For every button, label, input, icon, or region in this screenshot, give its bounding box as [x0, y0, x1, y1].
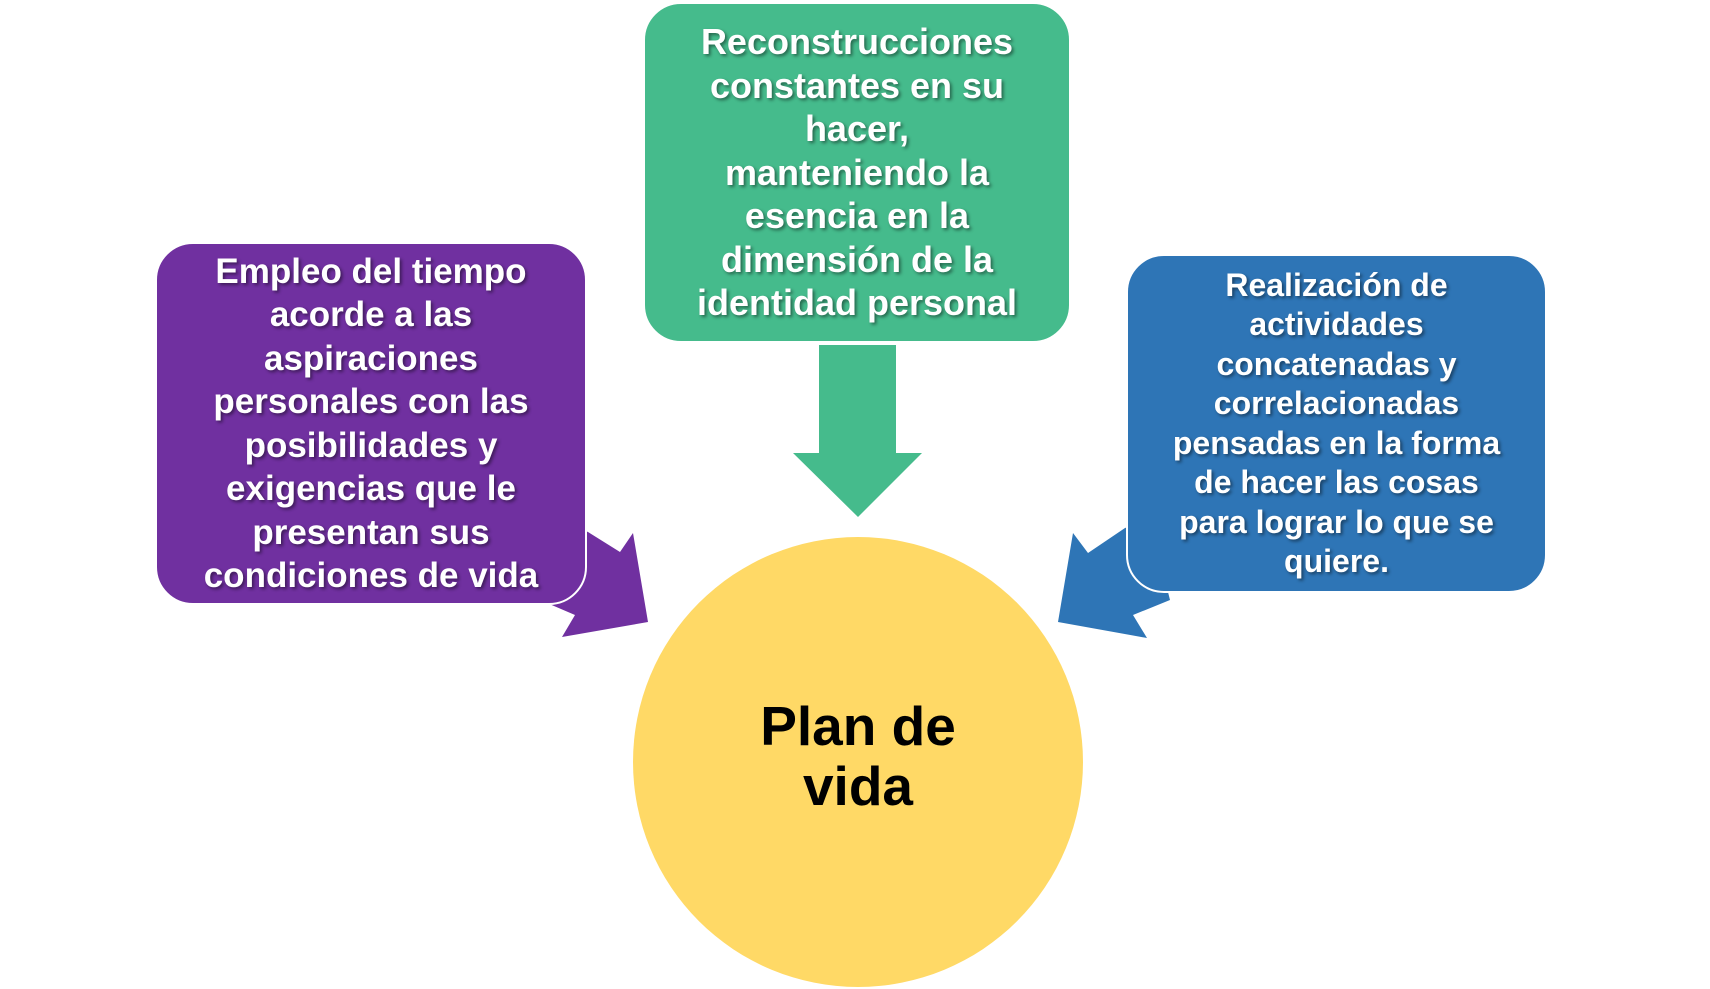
node-employment-of-time: Empleo del tiempo acorde a las aspiracio… — [155, 242, 587, 605]
text-line: Reconstrucciones — [700, 21, 1014, 63]
text-line: acorde a las — [269, 295, 473, 334]
text-line: quiere. — [1284, 543, 1389, 579]
center-node-plan-de-vida: Plan de vida — [633, 537, 1083, 987]
text-line: de hacer las cosas — [1194, 464, 1479, 500]
text-line: presentan sus — [252, 512, 490, 552]
text-line: esencia en la — [744, 195, 970, 237]
green-down-arrow-icon — [793, 345, 922, 517]
text-line: exigencias que le — [226, 469, 516, 508]
text-line: personales con las — [213, 382, 529, 421]
node-text: Realización de actividades concatenadas … — [1173, 266, 1500, 582]
node-text: Reconstrucciones constantes en su hacer,… — [697, 20, 1017, 325]
text-line: dimensión de la — [720, 238, 994, 280]
text-line: para lograr lo que se — [1179, 503, 1494, 540]
text-line: constantes en su — [709, 64, 1005, 106]
node-text: Empleo del tiempo acorde a las aspiracio… — [204, 250, 539, 598]
text-line: manteniendo la — [724, 151, 990, 193]
text-line: correlacionadas — [1213, 385, 1460, 421]
text-line: pensadas en la forma — [1172, 424, 1501, 461]
text-line: condiciones de vida — [203, 556, 539, 595]
node-activities: Realización de actividades concatenadas … — [1126, 254, 1547, 593]
center-label: Plan de vida — [760, 696, 956, 816]
text-line: concatenadas y — [1216, 345, 1457, 382]
node-constant-reconstructions: Reconstrucciones constantes en su hacer,… — [643, 2, 1071, 343]
text-line: aspiraciones — [263, 338, 478, 378]
text-line: actividades — [1249, 306, 1424, 342]
center-label-line: Plan de — [760, 695, 956, 757]
center-label-line: vida — [802, 755, 914, 817]
text-line: hacer, — [804, 108, 910, 150]
text-line: Empleo del tiempo — [215, 251, 527, 291]
text-line: Realización de — [1225, 266, 1448, 303]
text-line: posibilidades y — [244, 425, 498, 465]
text-line: identidad personal — [696, 282, 1018, 324]
